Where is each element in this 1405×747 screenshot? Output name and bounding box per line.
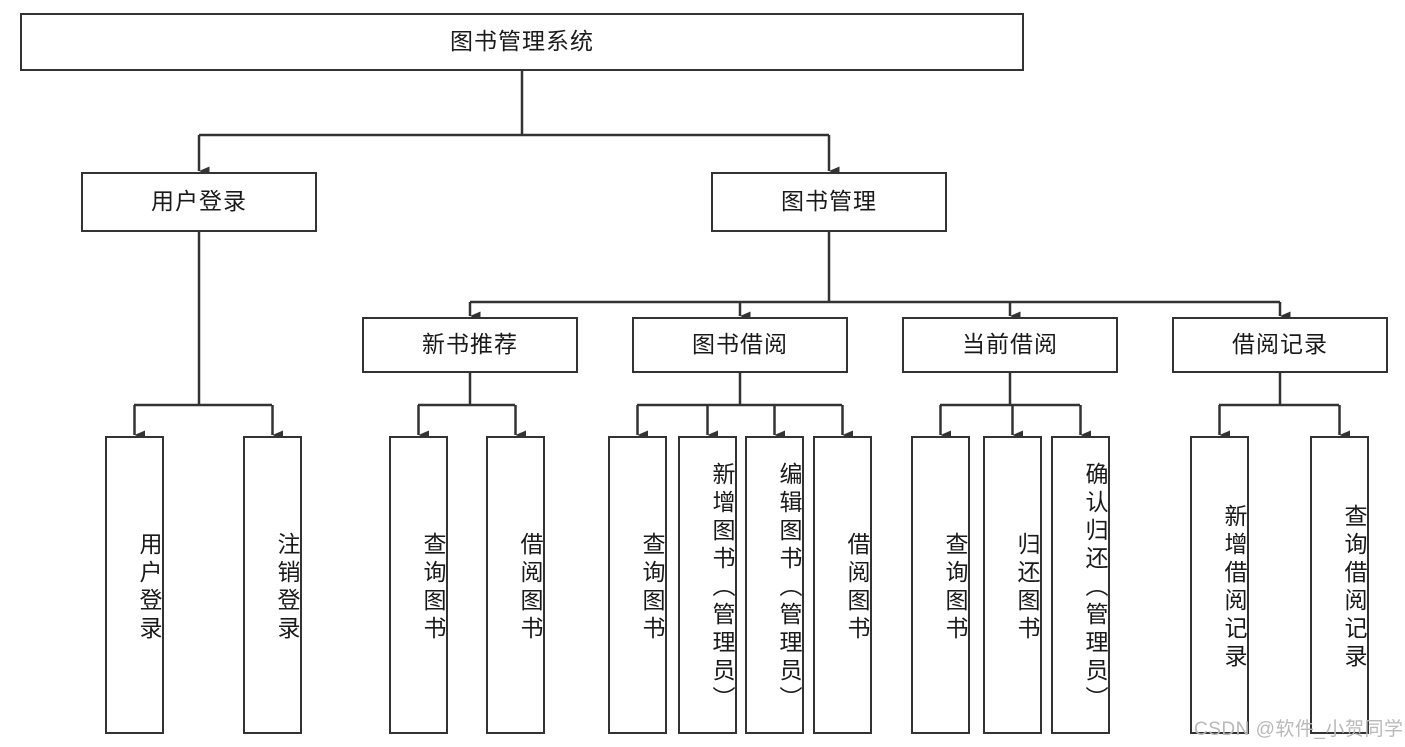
node-current-borrow[interactable]: 当前借阅 xyxy=(902,317,1118,373)
node-label: 用户登录 xyxy=(136,532,162,644)
node-user-login[interactable]: 用户登录 xyxy=(81,172,317,232)
node-new-book-rec[interactable]: 新书推荐 xyxy=(362,317,578,373)
node-label: 图书管理 xyxy=(781,188,877,215)
node-leaf-confirm-return-admin[interactable]: 确认归还（管理员） xyxy=(1051,436,1110,734)
node-leaf-user-login[interactable]: 用户登录 xyxy=(105,436,164,734)
node-label: 图书借阅 xyxy=(692,331,788,358)
edge-group xyxy=(133,71,1350,440)
node-leaf-logout-login[interactable]: 注销登录 xyxy=(243,436,302,734)
node-leaf-query-book-2[interactable]: 查询图书 xyxy=(608,436,667,734)
node-label: 新增借阅记录 xyxy=(1221,504,1247,672)
node-label: 当前借阅 xyxy=(962,331,1058,358)
node-label: 编辑图书（管理员） xyxy=(776,462,802,714)
node-label: 归还图书 xyxy=(1014,532,1040,644)
node-borrow-record[interactable]: 借阅记录 xyxy=(1172,317,1388,373)
node-leaf-add-book-admin[interactable]: 新增图书（管理员） xyxy=(678,436,737,734)
node-leaf-query-borrow-record[interactable]: 查询借阅记录 xyxy=(1310,436,1369,734)
node-label: 图书管理系统 xyxy=(450,28,594,55)
node-leaf-add-borrow-record[interactable]: 新增借阅记录 xyxy=(1190,436,1249,734)
node-leaf-edit-book-admin[interactable]: 编辑图书（管理员） xyxy=(745,436,804,734)
node-label: 查询图书 xyxy=(942,532,968,644)
node-root[interactable]: 图书管理系统 xyxy=(20,13,1024,71)
node-leaf-query-book-1[interactable]: 查询图书 xyxy=(389,436,448,734)
node-label: 查询图书 xyxy=(639,532,665,644)
node-label: 注销登录 xyxy=(274,532,300,644)
node-label: 查询借阅记录 xyxy=(1341,504,1367,672)
csdn-watermark: CSDN @软件_小贺同学 xyxy=(1194,719,1404,740)
node-label: 确认归还（管理员） xyxy=(1082,462,1108,714)
node-label: 新书推荐 xyxy=(422,331,518,358)
node-leaf-borrow-book-1[interactable]: 借阅图书 xyxy=(486,436,545,734)
node-label: 查询图书 xyxy=(420,532,446,644)
node-label: 新增图书（管理员） xyxy=(709,462,735,714)
node-leaf-query-book-3[interactable]: 查询图书 xyxy=(911,436,970,734)
node-label: 借阅图书 xyxy=(844,532,870,644)
node-label: 用户登录 xyxy=(151,188,247,215)
node-book-manage[interactable]: 图书管理 xyxy=(711,172,947,232)
node-book-borrow[interactable]: 图书借阅 xyxy=(632,317,848,373)
node-leaf-borrow-book-2[interactable]: 借阅图书 xyxy=(813,436,872,734)
node-leaf-return-book[interactable]: 归还图书 xyxy=(983,436,1042,734)
node-label: 借阅图书 xyxy=(517,532,543,644)
node-label: 借阅记录 xyxy=(1232,331,1328,358)
